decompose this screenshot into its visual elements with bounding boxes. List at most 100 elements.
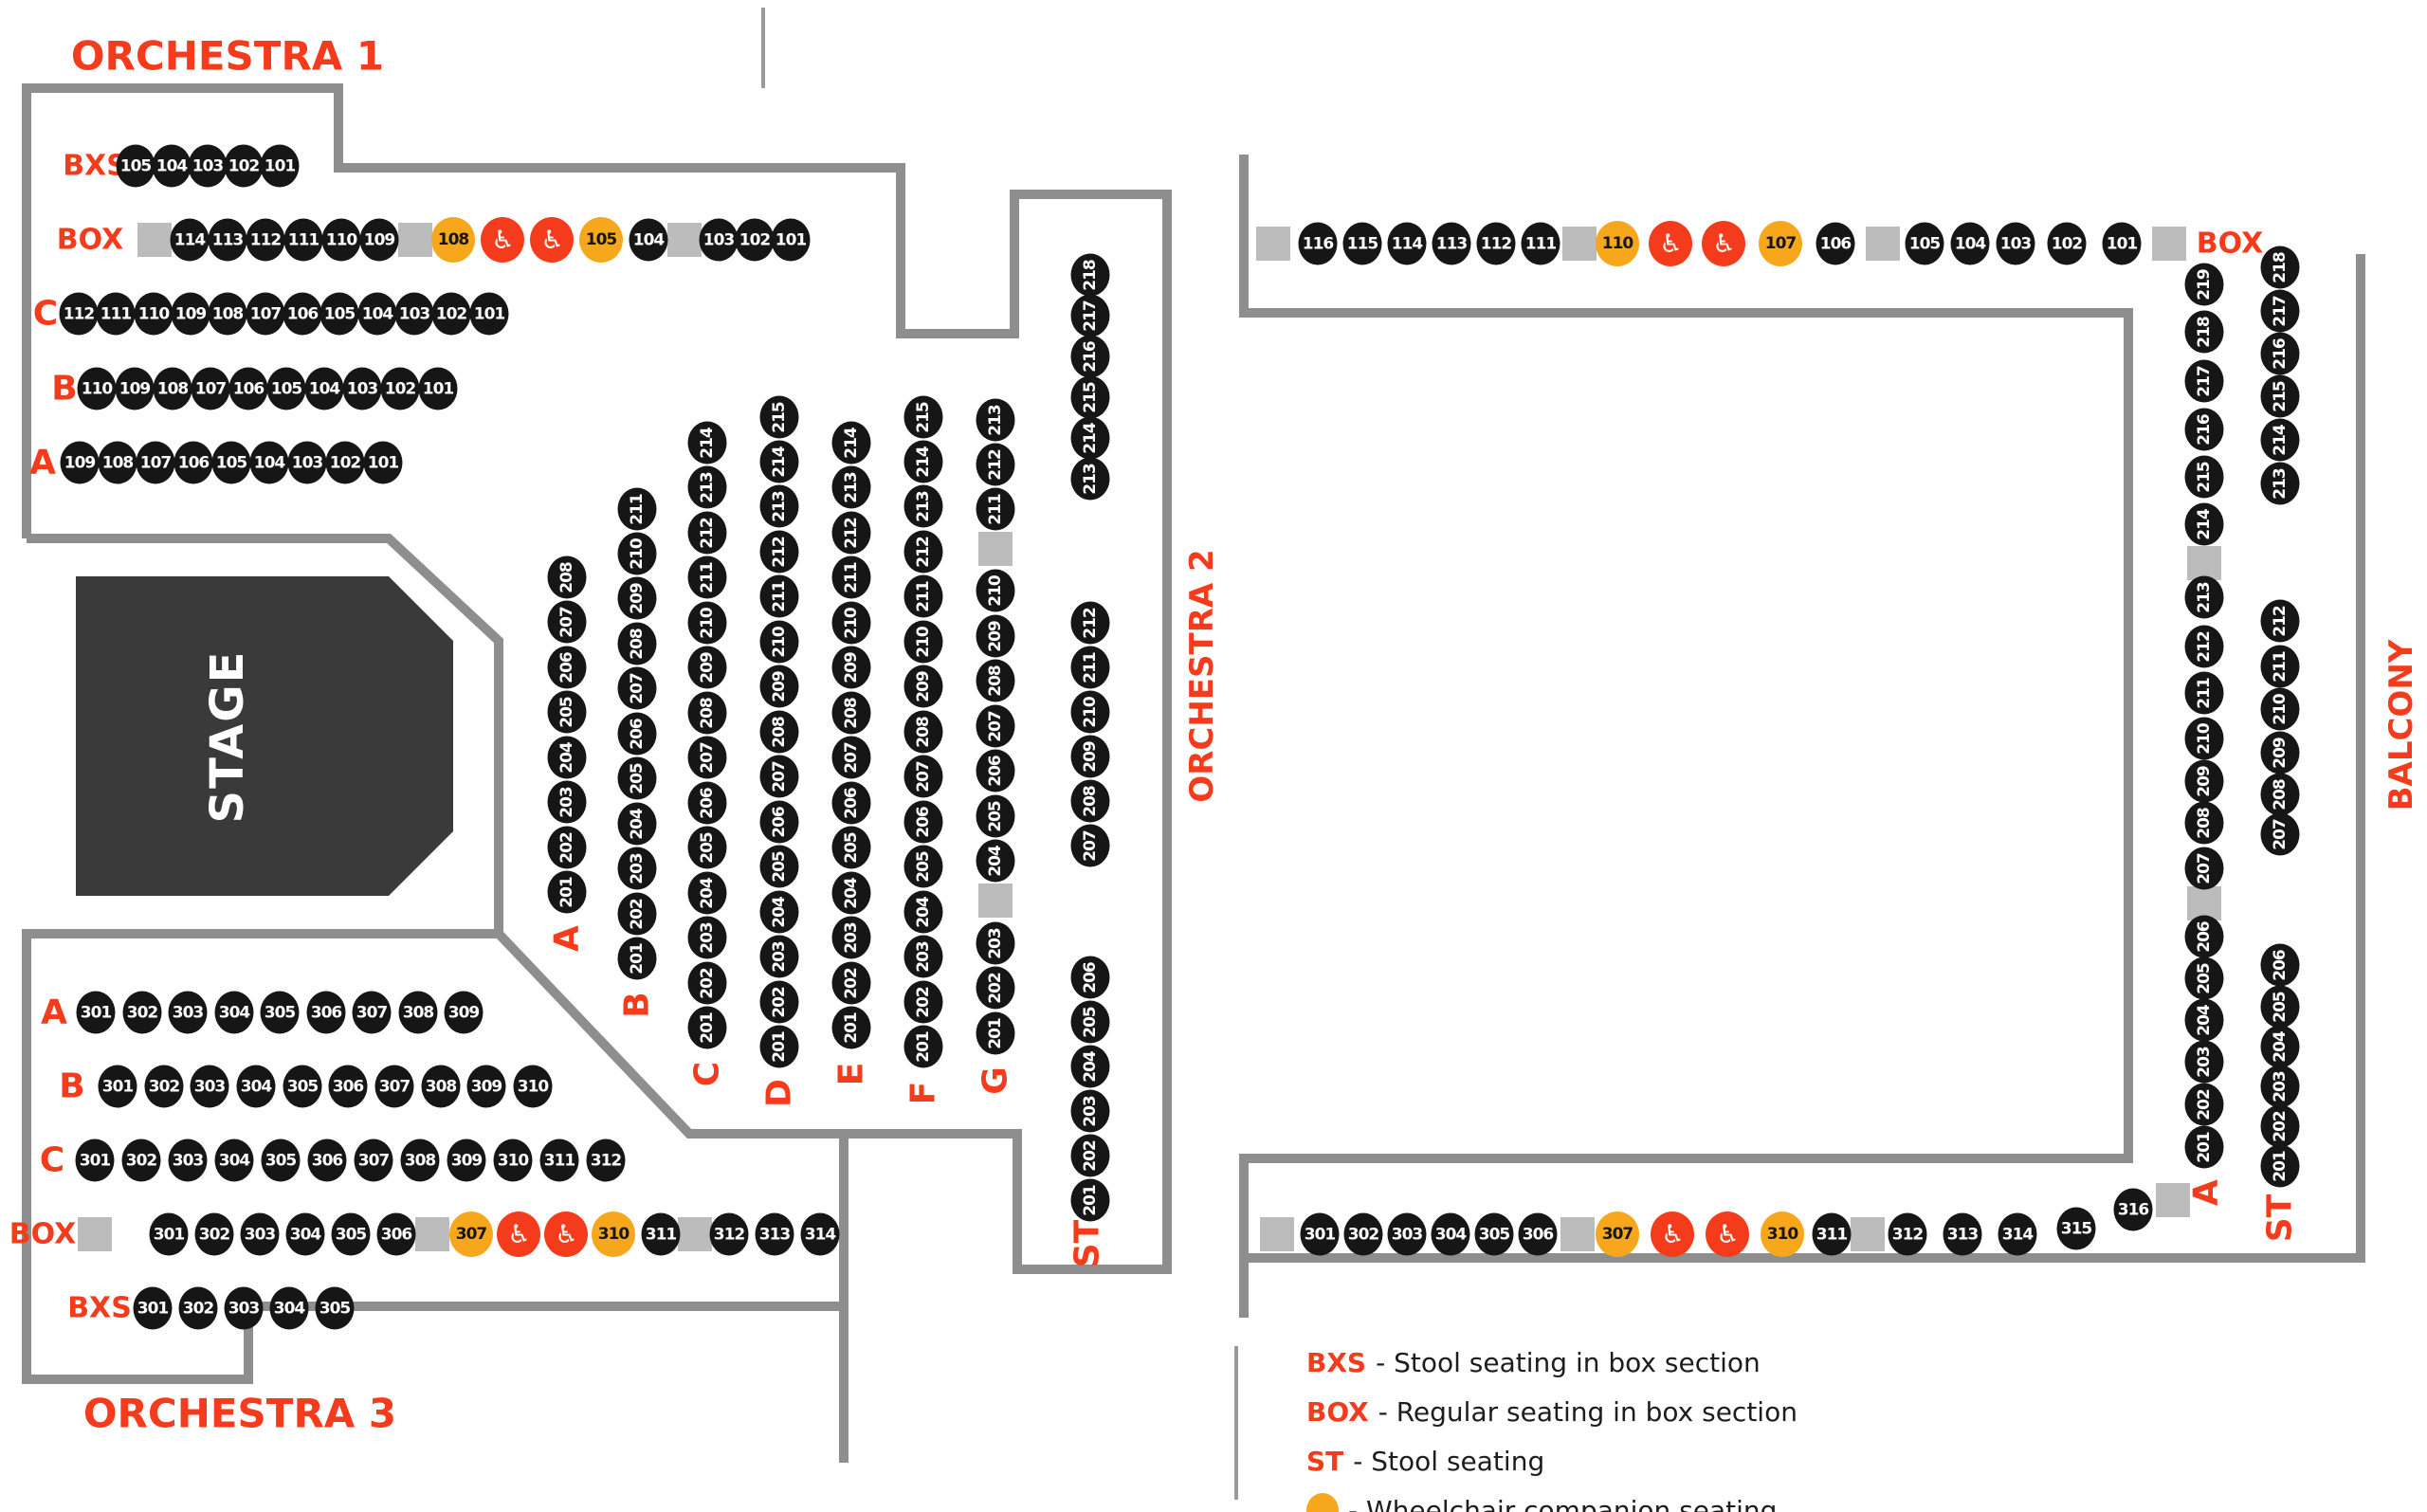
seat-o3-c-311[interactable]: 311 [539, 1139, 579, 1182]
wheelchair-seat-r-bottom[interactable]: ♿ [1651, 1211, 1694, 1257]
seat-c-d-207[interactable]: 207 [759, 755, 799, 798]
seat-c-b-202[interactable]: 202 [617, 892, 657, 936]
seat-o1-b-108[interactable]: 108 [153, 367, 192, 410]
seat-r-st-col-211[interactable]: 211 [2260, 645, 2300, 688]
seat-o3-a-302[interactable]: 302 [122, 991, 162, 1034]
seat-o3-b-305[interactable]: 305 [283, 1065, 322, 1108]
seat-r-box-102[interactable]: 102 [2047, 222, 2087, 265]
seat-c-c-210[interactable]: 210 [687, 601, 727, 645]
seat-o1-a-105[interactable]: 105 [211, 441, 251, 484]
seat-o1-box-103[interactable]: 103 [699, 218, 739, 262]
seat-c-c-213[interactable]: 213 [687, 465, 727, 509]
seat-c-e-202[interactable]: 202 [831, 961, 871, 1005]
seat-r-a-col-206[interactable]: 206 [2184, 915, 2224, 958]
seat-r-a-col-201[interactable]: 201 [2184, 1125, 2224, 1169]
seat-c-c-208[interactable]: 208 [687, 691, 727, 735]
seat-c-f-210[interactable]: 210 [903, 620, 943, 664]
wheelchair-seat-r-bottom[interactable]: ♿ [1706, 1211, 1749, 1257]
seat-c-g-209[interactable]: 209 [976, 614, 1015, 658]
seat-c-st-212[interactable]: 212 [1070, 601, 1110, 645]
seat-o1-a-101[interactable]: 101 [363, 441, 403, 484]
seat-c-a-204[interactable]: 204 [547, 736, 587, 779]
seat-c-st-206[interactable]: 206 [1070, 956, 1110, 999]
seat-o1-box-104[interactable]: 104 [629, 218, 668, 262]
seat-c-st-208[interactable]: 208 [1070, 779, 1110, 823]
seat-o1-b-102[interactable]: 102 [380, 367, 420, 410]
seat-o3-box-307[interactable]: 307 [449, 1211, 493, 1257]
seat-c-d-203[interactable]: 203 [759, 935, 799, 978]
seat-c-g-203[interactable]: 203 [976, 921, 1015, 965]
seat-o3-c-309[interactable]: 309 [447, 1139, 486, 1182]
seat-c-f-212[interactable]: 212 [903, 530, 943, 574]
seat-c-f-214[interactable]: 214 [903, 440, 943, 483]
seat-c-d-212[interactable]: 212 [759, 530, 799, 574]
seat-r-st-col-209[interactable]: 209 [2260, 731, 2300, 774]
seat-c-st-207[interactable]: 207 [1070, 824, 1110, 867]
seat-o1-c-101[interactable]: 101 [469, 292, 509, 336]
seat-r-a-col-219[interactable]: 219 [2184, 263, 2224, 306]
seat-o3-box-311[interactable]: 311 [641, 1212, 681, 1256]
seat-c-b-211[interactable]: 211 [617, 487, 657, 531]
seat-c-st-202[interactable]: 202 [1070, 1134, 1110, 1177]
seat-r-bottom-315[interactable]: 315 [2056, 1207, 2096, 1250]
seat-c-b-210[interactable]: 210 [617, 532, 657, 575]
seat-o3-box-304[interactable]: 304 [285, 1212, 325, 1256]
seat-o3-c-306[interactable]: 306 [307, 1139, 347, 1182]
seat-o3-bxs-304[interactable]: 304 [269, 1286, 309, 1330]
seat-o3-c-307[interactable]: 307 [354, 1139, 393, 1182]
seat-c-e-208[interactable]: 208 [831, 691, 871, 735]
seat-c-g-204[interactable]: 204 [976, 839, 1015, 883]
seat-c-c-209[interactable]: 209 [687, 646, 727, 689]
seat-c-d-201[interactable]: 201 [759, 1025, 799, 1068]
seat-c-f-201[interactable]: 201 [903, 1025, 943, 1068]
seat-r-box-113[interactable]: 113 [1432, 222, 1471, 265]
seat-o1-b-105[interactable]: 105 [266, 367, 306, 410]
seat-o3-b-303[interactable]: 303 [190, 1065, 229, 1108]
seat-r-bottom-316[interactable]: 316 [2113, 1188, 2153, 1231]
seat-c-st-216[interactable]: 216 [1070, 335, 1110, 378]
seat-r-box-107[interactable]: 107 [1759, 221, 1802, 266]
seat-c-f-213[interactable]: 213 [903, 484, 943, 528]
seat-o1-box-113[interactable]: 113 [208, 218, 247, 262]
seat-o1-a-106[interactable]: 106 [173, 441, 213, 484]
seat-o3-box-313[interactable]: 313 [755, 1212, 794, 1256]
seat-r-a-col-215[interactable]: 215 [2184, 455, 2224, 499]
seat-o3-bxs-305[interactable]: 305 [315, 1286, 355, 1330]
seat-o3-a-303[interactable]: 303 [168, 991, 208, 1034]
seat-c-g-202[interactable]: 202 [976, 966, 1015, 1010]
seat-c-g-213[interactable]: 213 [976, 398, 1015, 442]
seat-o3-a-301[interactable]: 301 [76, 991, 116, 1034]
seat-c-st-210[interactable]: 210 [1070, 690, 1110, 734]
seat-r-a-col-202[interactable]: 202 [2184, 1083, 2224, 1126]
seat-c-a-201[interactable]: 201 [547, 870, 587, 914]
seat-r-st-col-201[interactable]: 201 [2260, 1144, 2300, 1188]
seat-o3-c-303[interactable]: 303 [168, 1139, 208, 1182]
seat-o3-c-301[interactable]: 301 [75, 1139, 115, 1182]
seat-o3-box-305[interactable]: 305 [331, 1212, 371, 1256]
seat-r-a-col-203[interactable]: 203 [2184, 1040, 2224, 1084]
seat-o3-b-307[interactable]: 307 [374, 1065, 414, 1108]
seat-c-a-206[interactable]: 206 [547, 646, 587, 689]
seat-r-st-col-218[interactable]: 218 [2260, 246, 2300, 289]
seat-c-f-206[interactable]: 206 [903, 800, 943, 844]
seat-o1-c-112[interactable]: 112 [59, 292, 99, 336]
seat-c-d-211[interactable]: 211 [759, 574, 799, 618]
seat-c-a-205[interactable]: 205 [547, 690, 587, 734]
seat-o3-box-303[interactable]: 303 [240, 1212, 280, 1256]
seat-c-g-208[interactable]: 208 [976, 659, 1015, 702]
seat-r-box-110[interactable]: 110 [1596, 221, 1639, 266]
seat-r-bottom-302[interactable]: 302 [1343, 1212, 1383, 1256]
seat-r-a-col-216[interactable]: 216 [2184, 408, 2224, 451]
seat-c-e-207[interactable]: 207 [831, 736, 871, 779]
seat-o1-a-102[interactable]: 102 [325, 441, 365, 484]
seat-c-e-206[interactable]: 206 [831, 781, 871, 825]
seat-o3-a-306[interactable]: 306 [306, 991, 346, 1034]
seat-o1-a-103[interactable]: 103 [287, 441, 327, 484]
seat-c-d-214[interactable]: 214 [759, 440, 799, 483]
seat-r-st-col-206[interactable]: 206 [2260, 943, 2300, 987]
seat-c-a-207[interactable]: 207 [547, 600, 587, 644]
seat-c-e-213[interactable]: 213 [831, 465, 871, 509]
seat-o3-a-307[interactable]: 307 [352, 991, 392, 1034]
seat-r-a-col-204[interactable]: 204 [2184, 998, 2224, 1042]
seat-c-e-211[interactable]: 211 [831, 556, 871, 599]
